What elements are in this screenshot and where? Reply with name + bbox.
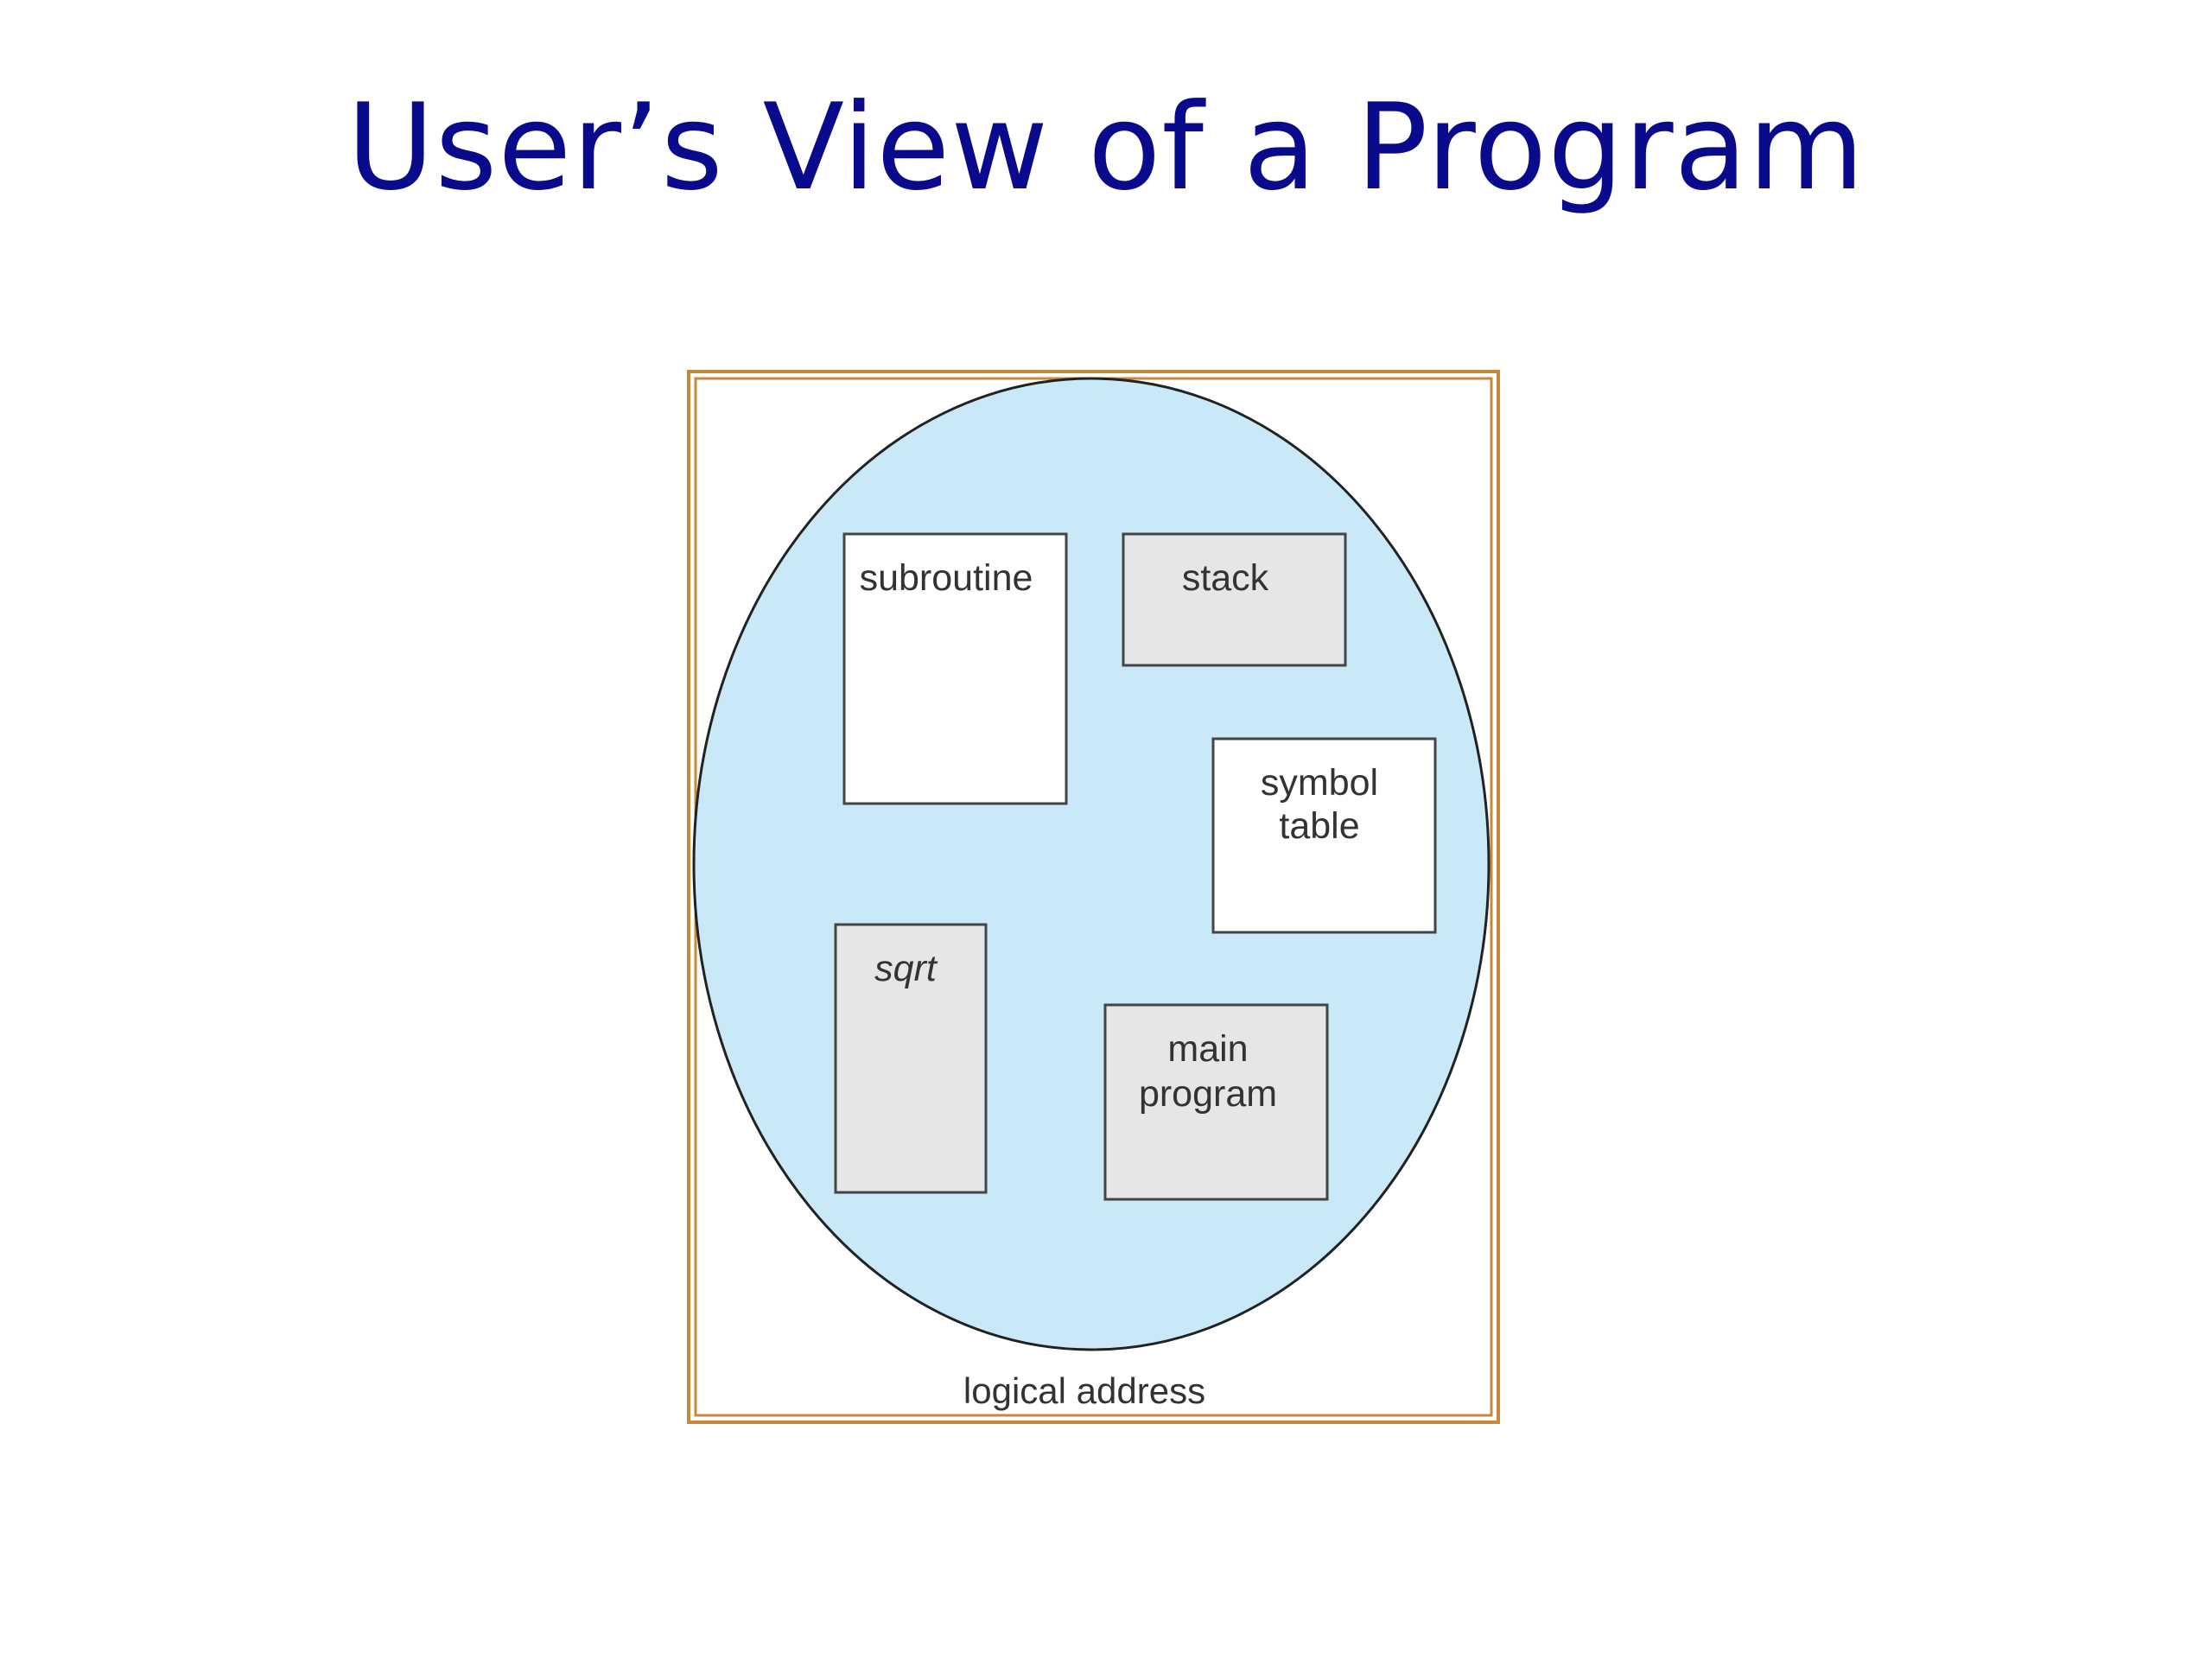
segment-label-sqrt: sqrt [874,948,938,989]
segment-label-symbol-table-line1: symbol [1261,762,1378,804]
segment-symbol-table: symbol table [1211,737,1437,934]
segment-main-program: main program [1103,1003,1329,1201]
segment-label-main-program-line1: main [1167,1028,1248,1070]
segment-label-main-program-line2: program [1139,1073,1277,1115]
segment-label-subroutine: subroutine [860,557,1033,599]
segment-box [1103,1003,1329,1201]
segment-label-stack: stack [1182,557,1269,599]
segment-subroutine: subroutine [842,532,1068,805]
segment-box [842,532,1068,805]
segment-label-symbol-table-line2: table [1279,805,1359,847]
segment-box [1122,532,1347,667]
segment-box [834,923,988,1194]
slide-title: User’s View of a Program [346,78,1866,217]
segment-box [1211,737,1437,934]
segment-stack: stack [1122,532,1347,667]
logical-address-caption: logical address [963,1370,1205,1411]
segment-sqrt: sqrt [834,923,988,1194]
